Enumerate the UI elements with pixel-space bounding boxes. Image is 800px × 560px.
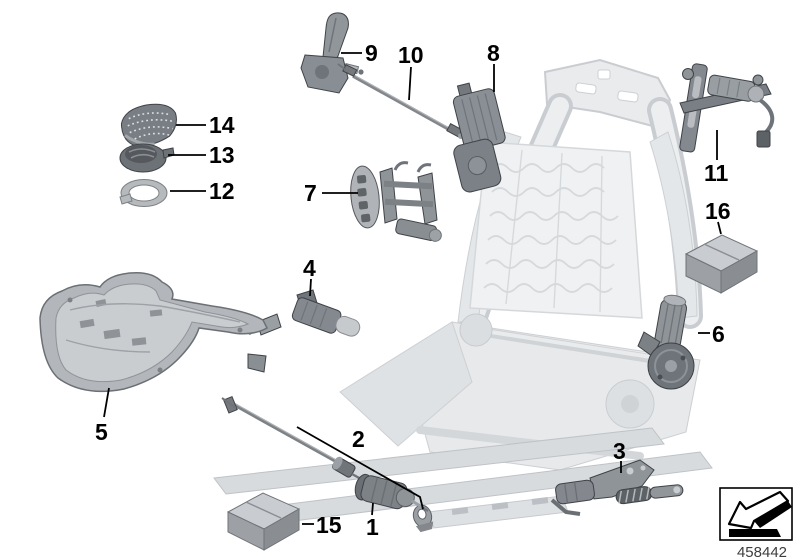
leader-lines: [103, 52, 722, 525]
seat-frame-illustration: [213, 58, 713, 529]
part-illustration-14: [120, 103, 177, 147]
leader-line-5: [103, 387, 110, 418]
leader-line-1: [371, 502, 374, 516]
part-illustration-10: [337, 63, 464, 139]
part-illustration-7: [350, 161, 442, 242]
callout-label-3[interactable]: 3: [613, 438, 626, 464]
leader-line-10: [408, 66, 412, 101]
part-illustration-3: [550, 459, 684, 516]
callout-label-2[interactable]: 2: [352, 426, 365, 452]
part-illustration-15: [226, 492, 301, 551]
callout-label-5[interactable]: 5: [95, 419, 108, 445]
callout-label-6[interactable]: 6: [712, 321, 725, 347]
callout-label-8[interactable]: 8: [487, 40, 500, 66]
callout-label-7[interactable]: 7: [304, 180, 317, 206]
part-illustration-12: [119, 179, 168, 207]
callout-label-15[interactable]: 15: [316, 512, 342, 538]
part-illustration-4: [247, 289, 361, 373]
callout-label-10[interactable]: 10: [398, 42, 424, 68]
part-illustration-16: [684, 234, 759, 294]
callout-label-14[interactable]: 14: [209, 112, 235, 138]
callout-labels: 14 13 12 9 10 8 11 16 7 4 5 2 1 15 3 6: [95, 40, 731, 540]
diagram-number: 458442: [737, 544, 787, 560]
part-illustration-8: [452, 82, 506, 193]
part-illustration-11: [679, 63, 775, 153]
callout-label-9[interactable]: 9: [365, 40, 378, 66]
callout-label-12[interactable]: 12: [209, 178, 235, 204]
callout-label-11[interactable]: 11: [704, 160, 729, 186]
leader-line-16: [717, 221, 722, 235]
diagram-stamp: 458442: [719, 487, 793, 560]
callout-label-1[interactable]: 1: [366, 514, 379, 540]
direction-arrow-icon: [727, 490, 792, 537]
part-illustration-9: [300, 12, 364, 94]
callout-label-13[interactable]: 13: [209, 142, 235, 168]
leader-line-2: [296, 426, 424, 510]
callout-label-16[interactable]: 16: [705, 198, 731, 224]
callout-label-4[interactable]: 4: [303, 255, 316, 281]
part-illustration-5: [39, 271, 268, 393]
leader-line-4: [309, 278, 312, 297]
part-illustration-6: [637, 294, 695, 390]
part-illustration-13: [119, 143, 175, 173]
